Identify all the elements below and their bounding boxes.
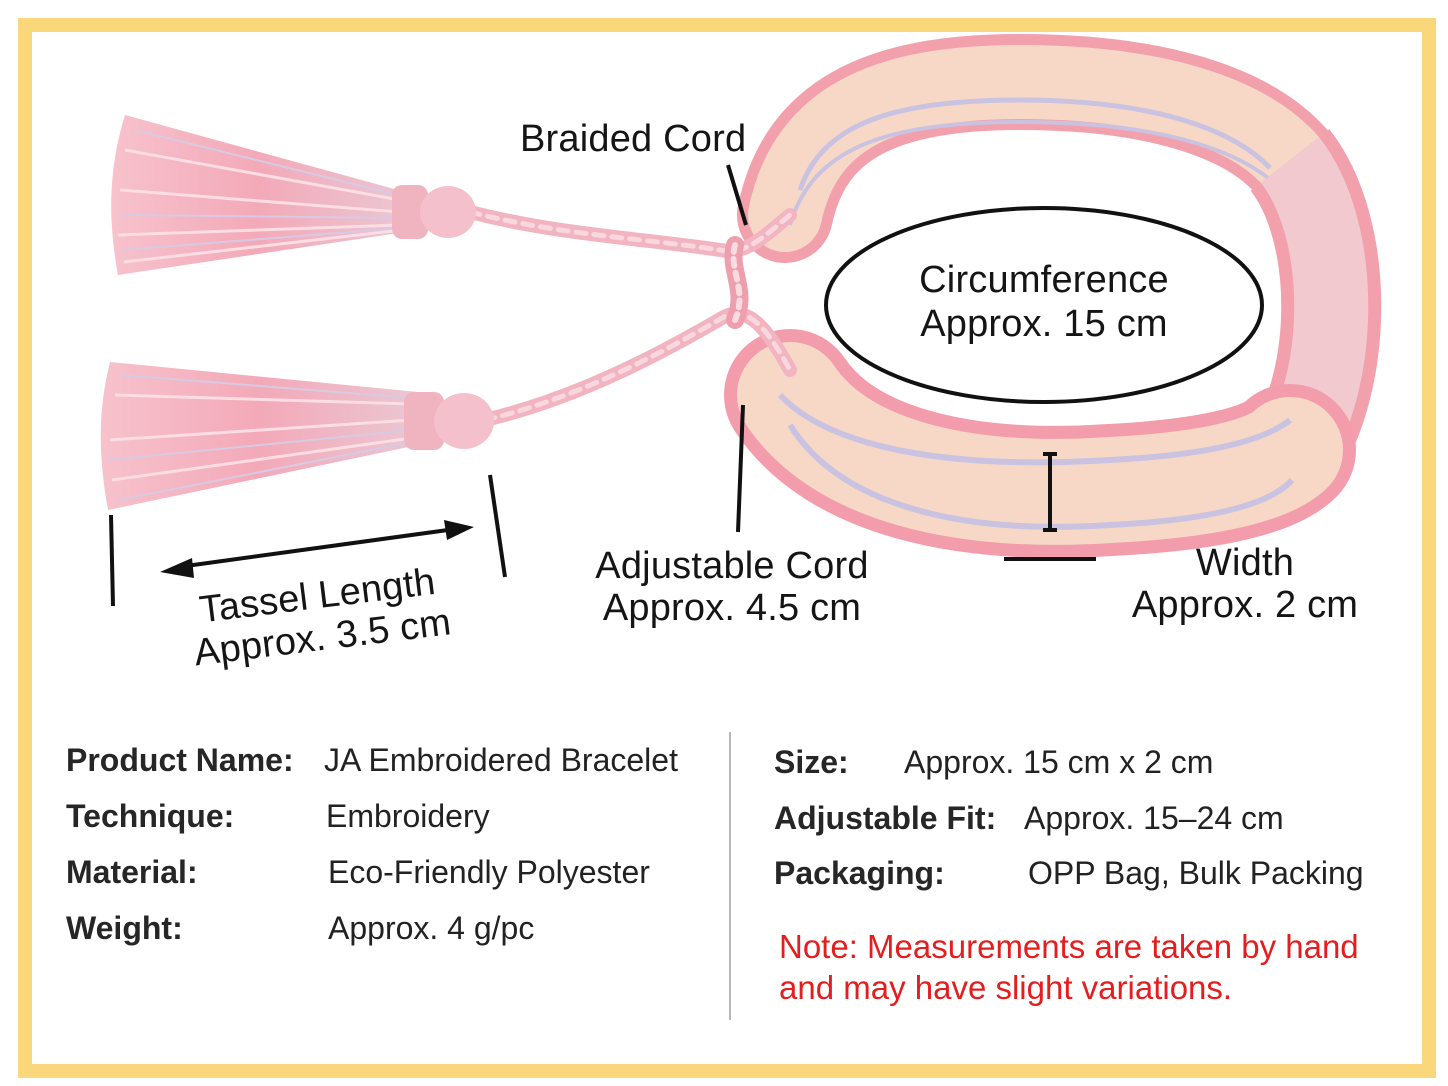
adjustable-cord-label: Adjustable Cord Approx. 4.5 cm (582, 545, 882, 629)
note-text: Measurements are taken by hand and may h… (779, 928, 1359, 1006)
dimension-lines (109, 164, 1096, 607)
spec-label: Technique: (66, 798, 235, 834)
spec-label: Weight: (66, 910, 183, 946)
adjustable-cord-title: Adjustable Cord (595, 545, 869, 587)
spec-label: Adjustable Fit: (774, 800, 997, 836)
braided-cord-label: Braided Cord (520, 118, 747, 160)
measurement-note: Note: Measurements are taken by hand and… (779, 926, 1399, 1008)
top-tassel (111, 115, 476, 275)
spec-value: Approx. 15 cm x 2 cm (904, 744, 1214, 780)
spec-value: Embroidery (326, 798, 490, 834)
bracelet-band (724, 33, 1382, 558)
spec-label: Material: (66, 854, 198, 890)
circumference-ellipse (824, 206, 1264, 404)
circumference-title: Circumference (919, 259, 1169, 301)
spec-label: Product Name: (66, 742, 294, 778)
spec-value: OPP Bag, Bulk Packing (1028, 855, 1364, 891)
width-value: Approx. 2 cm (1131, 584, 1359, 626)
spec-value: JA Embroidered Bracelet (324, 742, 678, 778)
column-divider (729, 732, 731, 1020)
spec-value: Eco-Friendly Polyester (328, 854, 650, 890)
width-title: Width (1195, 542, 1295, 584)
note-label: Note: (779, 928, 858, 965)
circumference-value: Approx. 15 cm (920, 303, 1168, 345)
spec-value: Approx. 15–24 cm (1024, 800, 1284, 836)
braided-cord (463, 205, 797, 427)
spec-label: Packaging: (774, 855, 945, 891)
spec-label: Size: (774, 744, 849, 780)
width-label: Width Approx. 2 cm (1120, 542, 1370, 626)
adjustable-cord-value: Approx. 4.5 cm (602, 587, 862, 629)
spec-value: Approx. 4 g/pc (328, 910, 535, 946)
circumference-label: Circumference Approx. 15 cm (884, 258, 1204, 346)
bottom-tassel (100, 362, 494, 510)
